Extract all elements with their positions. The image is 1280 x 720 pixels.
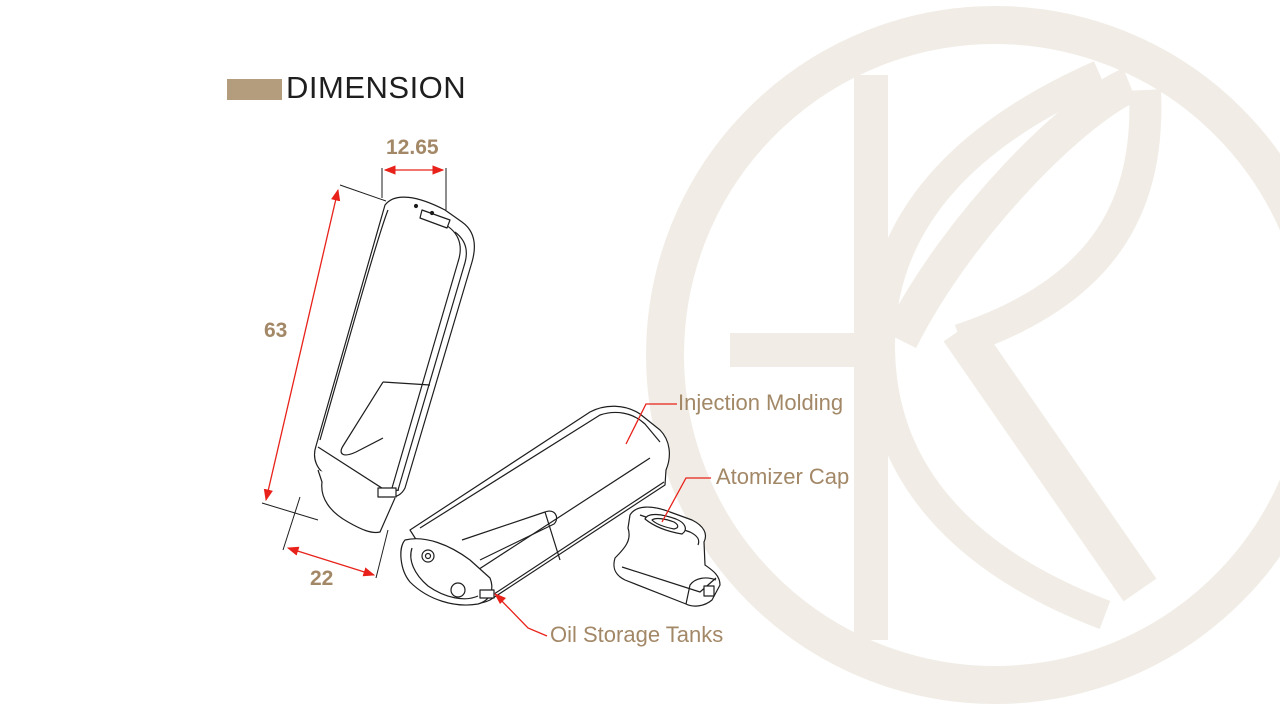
atomizer-cap-callout: Atomizer Cap [716, 464, 850, 489]
callout-leaders [494, 403, 711, 637]
width-dimension-label: 12.65 [386, 136, 439, 159]
standing-device [313, 196, 475, 534]
depth-dimension-label: 22 [310, 567, 334, 590]
lying-device [400, 405, 670, 606]
atomizer-cap-part [613, 506, 721, 607]
title-accent-bar [227, 79, 282, 100]
dimension-lines [261, 165, 447, 579]
height-dimension-label: 63 [264, 319, 288, 342]
page-title: DIMENSION [286, 70, 467, 105]
injection-molding-callout: Injection Molding [678, 390, 844, 415]
oil-storage-tanks-callout: Oil Storage Tanks [550, 622, 724, 647]
